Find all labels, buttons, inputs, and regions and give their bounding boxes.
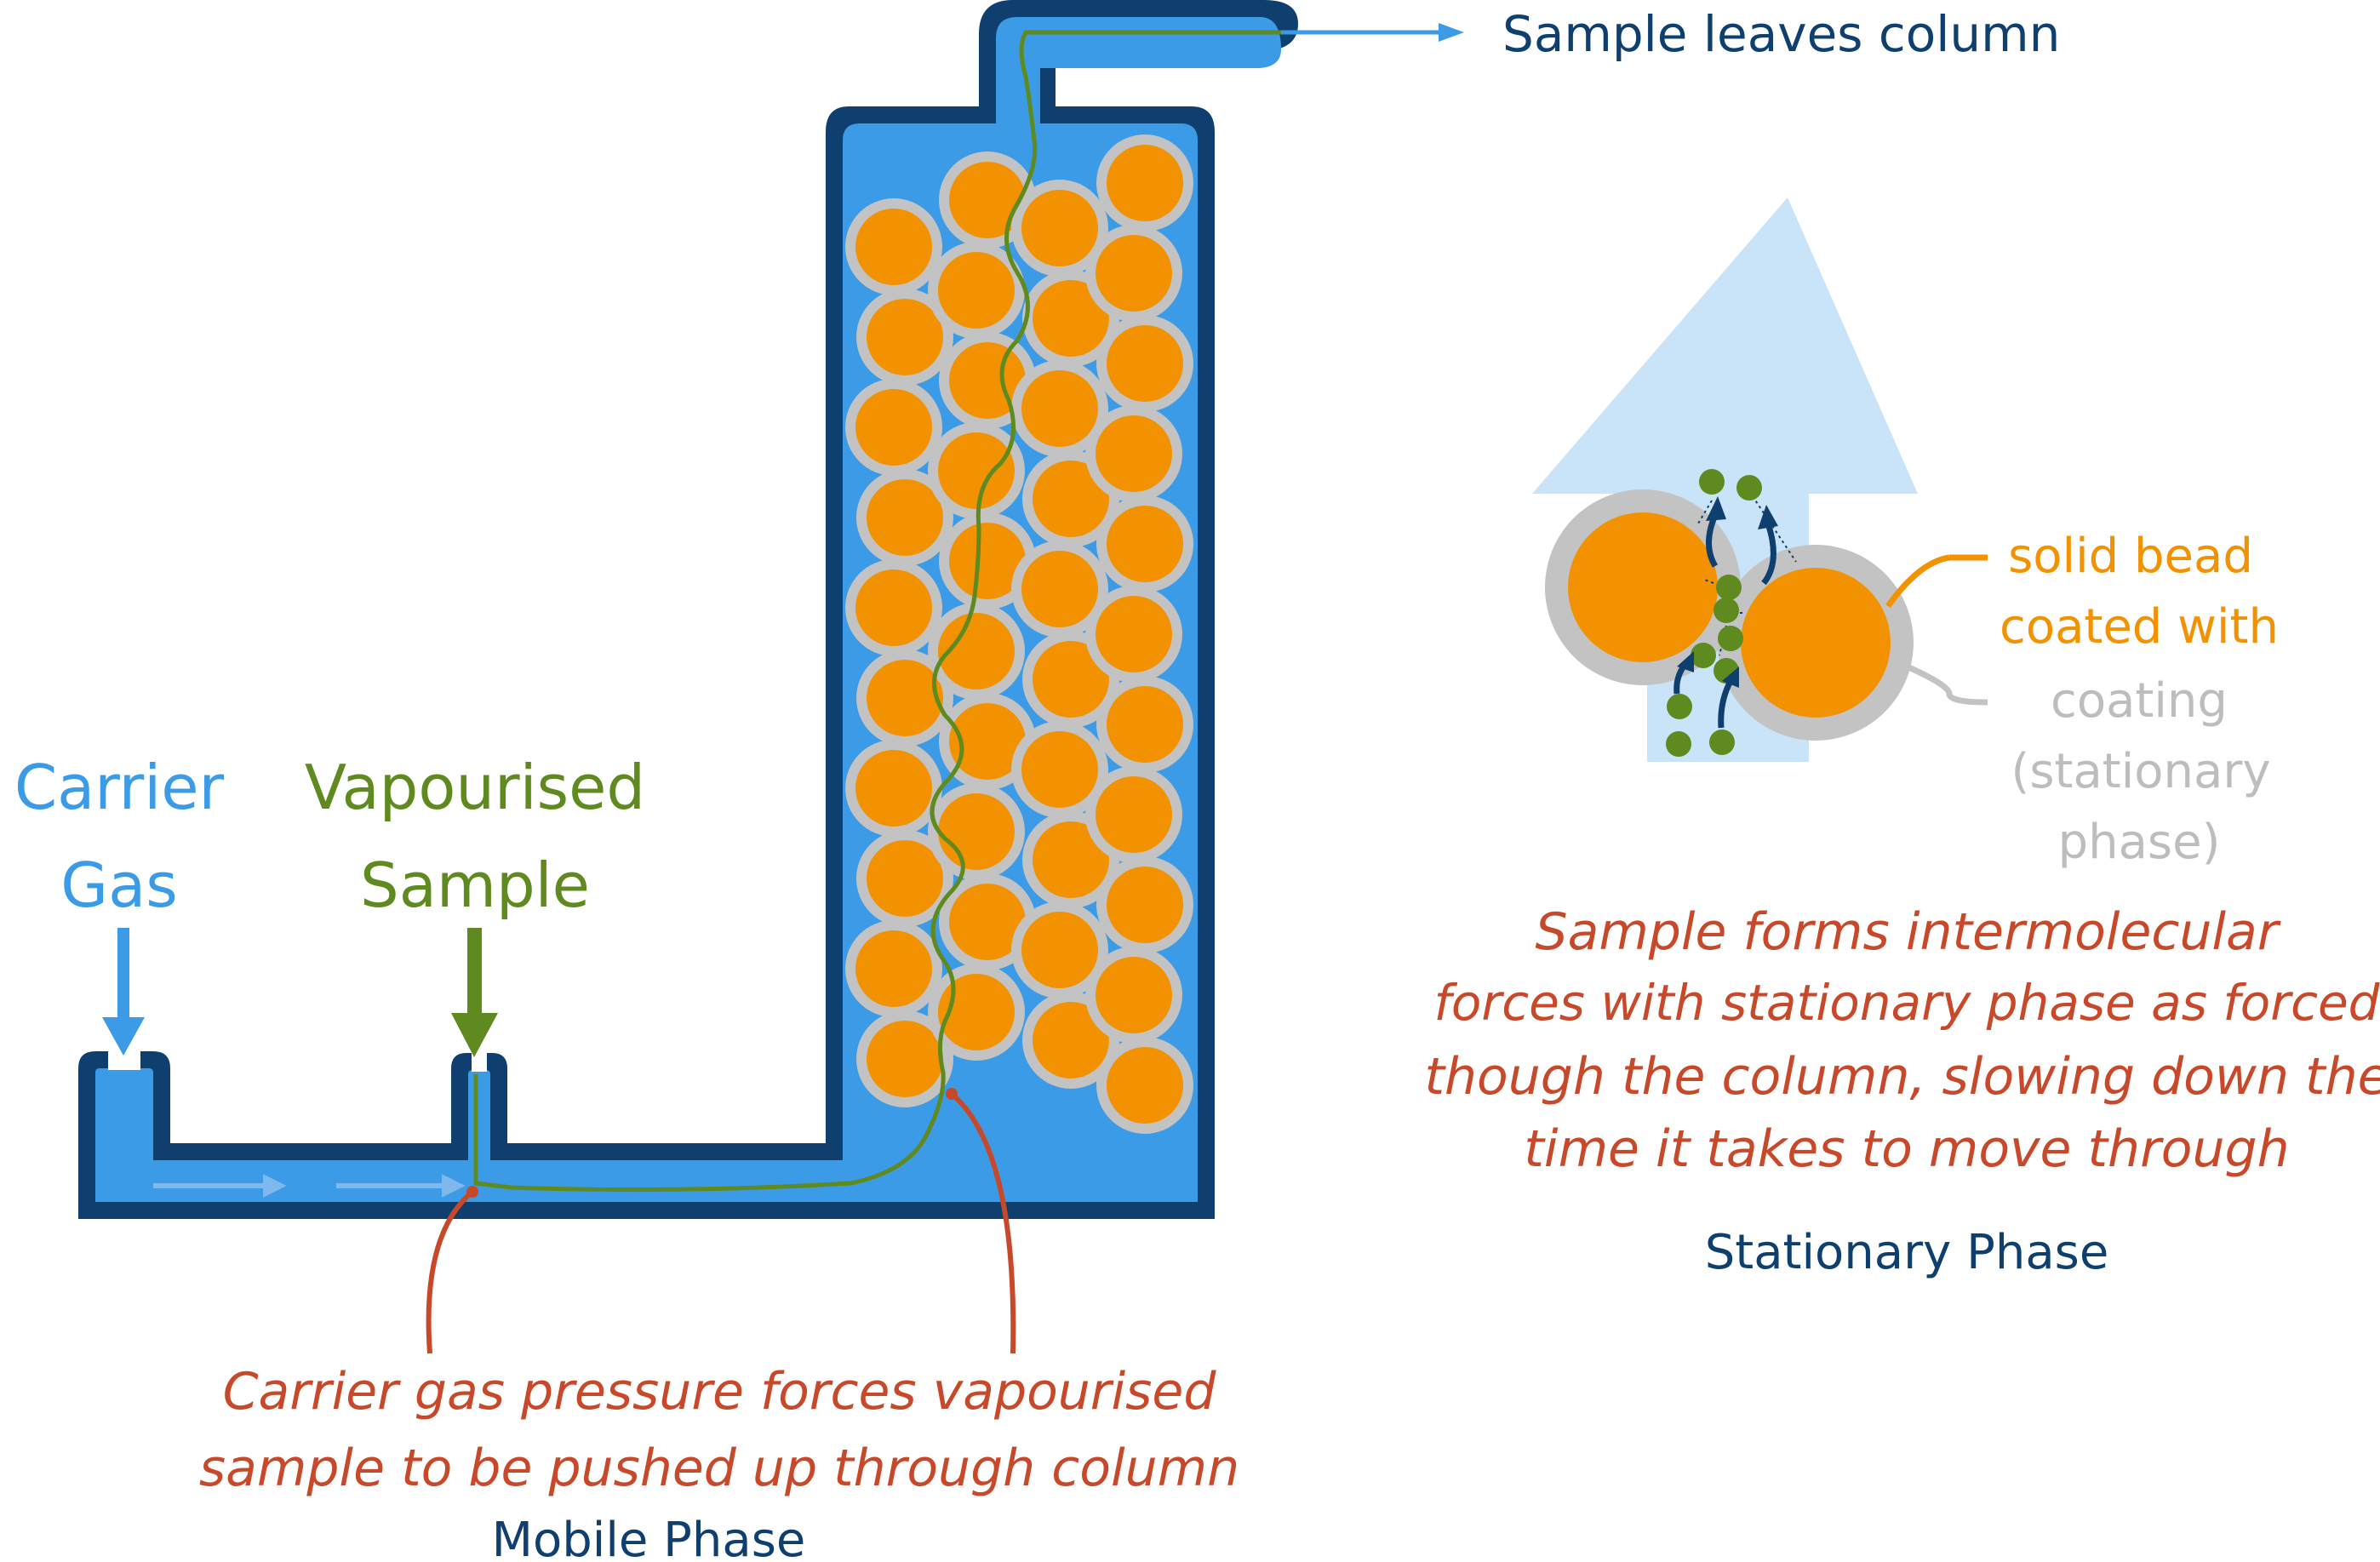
stationary-phase-detail	[1532, 197, 1988, 762]
imf-line-1: Sample forms intermolecular	[1536, 902, 2281, 962]
bead	[1107, 325, 1183, 402]
bead	[1033, 1002, 1109, 1079]
bead	[1033, 641, 1109, 718]
leader-inlet	[426, 1189, 474, 1354]
bead-right	[1741, 568, 1891, 718]
leader-inlet-dot	[466, 1186, 478, 1198]
bead	[855, 569, 932, 646]
bead	[1107, 145, 1183, 221]
imf-line-2: forces with stationary phase as forced	[1433, 974, 2380, 1032]
bead-left	[1568, 512, 1718, 662]
bead	[1021, 551, 1098, 627]
imf-line-4: time it takes to move through	[1524, 1119, 2289, 1179]
bead	[1096, 415, 1172, 492]
bead	[949, 884, 1026, 960]
bead	[1096, 596, 1172, 672]
packed-beads	[845, 134, 1193, 1134]
bead	[1033, 821, 1109, 898]
vapourised-label-1: Vapourised	[305, 752, 645, 823]
bead	[867, 1021, 943, 1097]
carrier-gas-label-2: Gas	[60, 850, 177, 921]
sample-path	[473, 23, 1464, 1193]
bead	[949, 162, 1026, 238]
bead	[1033, 280, 1109, 357]
stationary-phase-label: Stationary Phase	[1705, 1225, 2109, 1280]
coating-label-2: (stationary	[2011, 744, 2270, 799]
bead	[867, 479, 943, 556]
solid-bead-callout	[1885, 554, 1950, 609]
bead	[1096, 957, 1172, 1033]
imf-line-3: though the column, slowing down the	[1424, 1047, 2380, 1107]
molecule-motion-arrowheads	[1677, 496, 1778, 688]
bead	[855, 930, 932, 1007]
bead	[855, 389, 932, 466]
bead	[938, 252, 1015, 329]
bead	[938, 793, 1015, 870]
bead	[938, 974, 1015, 1050]
bead	[1096, 235, 1172, 312]
sample-exit-arrowhead	[1439, 23, 1464, 42]
sample-inlet-opening	[472, 1053, 487, 1072]
carrier-pressure-line-1: Carrier gas pressure forces vapourised	[223, 1362, 1217, 1422]
carrier-gas-arrow	[102, 928, 145, 1056]
bead	[1021, 912, 1098, 988]
bead	[938, 432, 1015, 509]
bead	[855, 750, 932, 827]
bead	[1107, 867, 1183, 943]
coating-callout	[1903, 662, 1988, 706]
bead	[1021, 370, 1098, 447]
bead	[855, 209, 932, 285]
carrier-pressure-line-2: sample to be pushed up through column	[199, 1439, 1239, 1498]
coating-label-1: coating	[2051, 673, 2228, 729]
bead	[949, 523, 1026, 599]
carrier-gas-inlet-opening	[108, 1051, 140, 1070]
flow-arrows	[153, 1174, 466, 1198]
bead	[867, 840, 943, 917]
bead	[1107, 506, 1183, 582]
bead	[1021, 190, 1098, 266]
leader-column-dot	[946, 1088, 958, 1100]
sample-leaves-label: Sample leaves column	[1502, 5, 2060, 63]
bead	[949, 703, 1026, 780]
vapourised-label-2: Sample	[360, 850, 590, 921]
solid-bead-label-2: coated with	[2000, 599, 2279, 655]
bead	[938, 613, 1015, 689]
mobile-phase-label: Mobile Phase	[492, 1513, 806, 1562]
bead	[867, 299, 943, 375]
carrier-gas-label-1: Carrier	[14, 752, 225, 823]
leader-column	[950, 1091, 1016, 1354]
bead	[867, 660, 943, 736]
sample-molecules	[1666, 469, 1762, 757]
bead	[1107, 686, 1183, 763]
molecule-motion-arrows	[1673, 513, 1776, 729]
bead	[1096, 776, 1172, 853]
injection-port-interior	[468, 1070, 490, 1160]
bead	[1021, 731, 1098, 808]
flow-direction-arrow	[1532, 197, 1918, 762]
bead	[1033, 461, 1109, 537]
vapourised-sample-arrow	[451, 928, 498, 1057]
coating-label-3: phase)	[2058, 815, 2221, 870]
bead	[1107, 1047, 1183, 1124]
solid-bead-label-1: solid bead	[2008, 529, 2253, 584]
sample-path-line	[473, 30, 1281, 1193]
